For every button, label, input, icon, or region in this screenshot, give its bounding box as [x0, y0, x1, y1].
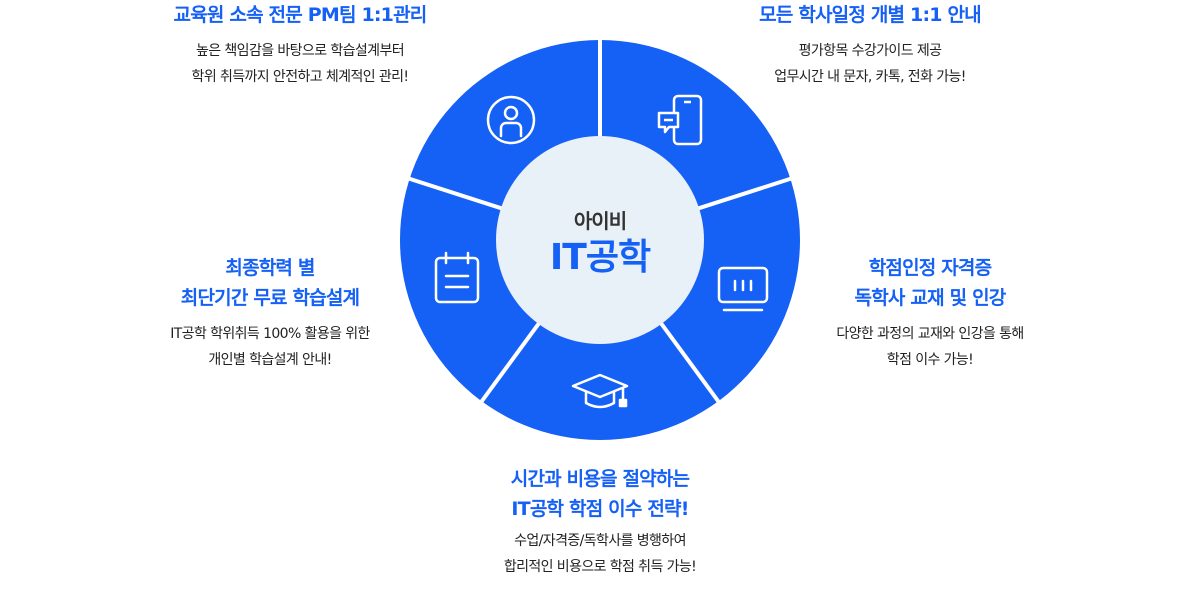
- person-icon: [486, 95, 536, 145]
- graduation-cap-icon: [571, 373, 629, 409]
- feature-title: IT공학 학점 이수 전략!: [511, 498, 689, 520]
- feature-title: 최종학력 별: [225, 257, 315, 279]
- desc-line: 다양한 과정의 교재와 인강을 통해: [836, 326, 1024, 342]
- feature-title: 교육원 소속 전문 PM팀 1:1관리: [173, 4, 428, 26]
- feature-textbooks-lectures: 학점인정 자격증 독학사 교재 및 인강 다양한 과정의 교재와 인강을 통해 …: [790, 253, 1070, 373]
- feature-desc: 수업/자격증/독학사를 병행하여 합리적인 비용으로 학점 취득 가능!: [450, 528, 750, 580]
- feature-title: 최단기간 무료 학습설계: [180, 287, 360, 309]
- feature-title: 학점인정 자격증: [868, 257, 992, 279]
- brand-title: IT공학: [549, 237, 651, 278]
- desc-line: 수업/자격증/독학사를 병행하여: [514, 533, 686, 549]
- notepad-icon: [434, 251, 480, 304]
- feature-desc: 평가항목 수강가이드 제공 업무시간 내 문자, 카톡, 전화 가능!: [720, 38, 1020, 90]
- phone-chat-icon: [657, 94, 703, 146]
- feature-schedule-guide: 모든 학사일정 개별 1:1 안내 평가항목 수강가이드 제공 업무시간 내 문…: [720, 0, 1020, 90]
- desc-line: 높은 책임감을 바탕으로 학습설계부터: [195, 43, 405, 59]
- desc-line: 학위 취득까지 안전하고 체계적인 관리!: [191, 69, 410, 85]
- feature-cost-saving: 시간과 비용을 절약하는 IT공학 학점 이수 전략! 수업/자격증/독학사를 …: [450, 464, 750, 580]
- feature-title: 독학사 교재 및 인강: [854, 287, 1007, 309]
- desc-line: 평가항목 수강가이드 제공: [798, 43, 942, 59]
- desc-line: 학점 이수 가능!: [886, 352, 974, 368]
- feature-desc: IT공학 학위취득 100% 활용을 위한 개인별 학습설계 안내!: [120, 321, 420, 373]
- feature-desc: 높은 책임감을 바탕으로 학습설계부터 학위 취득까지 안전하고 체계적인 관리…: [140, 38, 460, 90]
- center-circle: [496, 136, 704, 344]
- feature-title: 시간과 비용을 절약하는: [510, 468, 690, 490]
- feature-study-plan: 최종학력 별 최단기간 무료 학습설계 IT공학 학위취득 100% 활용을 위…: [120, 253, 420, 373]
- desc-line: 개인별 학습설계 안내!: [208, 352, 332, 368]
- feature-pm-management: 교육원 소속 전문 PM팀 1:1관리 높은 책임감을 바탕으로 학습설계부터 …: [140, 0, 460, 90]
- brand-subtitle: 아이비: [573, 209, 627, 233]
- feature-title: 모든 학사일정 개별 1:1 안내: [759, 4, 982, 26]
- monitor-icon: [717, 266, 769, 312]
- desc-line: 업무시간 내 문자, 카톡, 전화 가능!: [774, 69, 966, 85]
- feature-desc: 다양한 과정의 교재와 인강을 통해 학점 이수 가능!: [790, 321, 1070, 373]
- desc-line: IT공학 학위취득 100% 활용을 위한: [170, 326, 370, 342]
- desc-line: 합리적인 비용으로 학점 취득 가능!: [503, 559, 697, 575]
